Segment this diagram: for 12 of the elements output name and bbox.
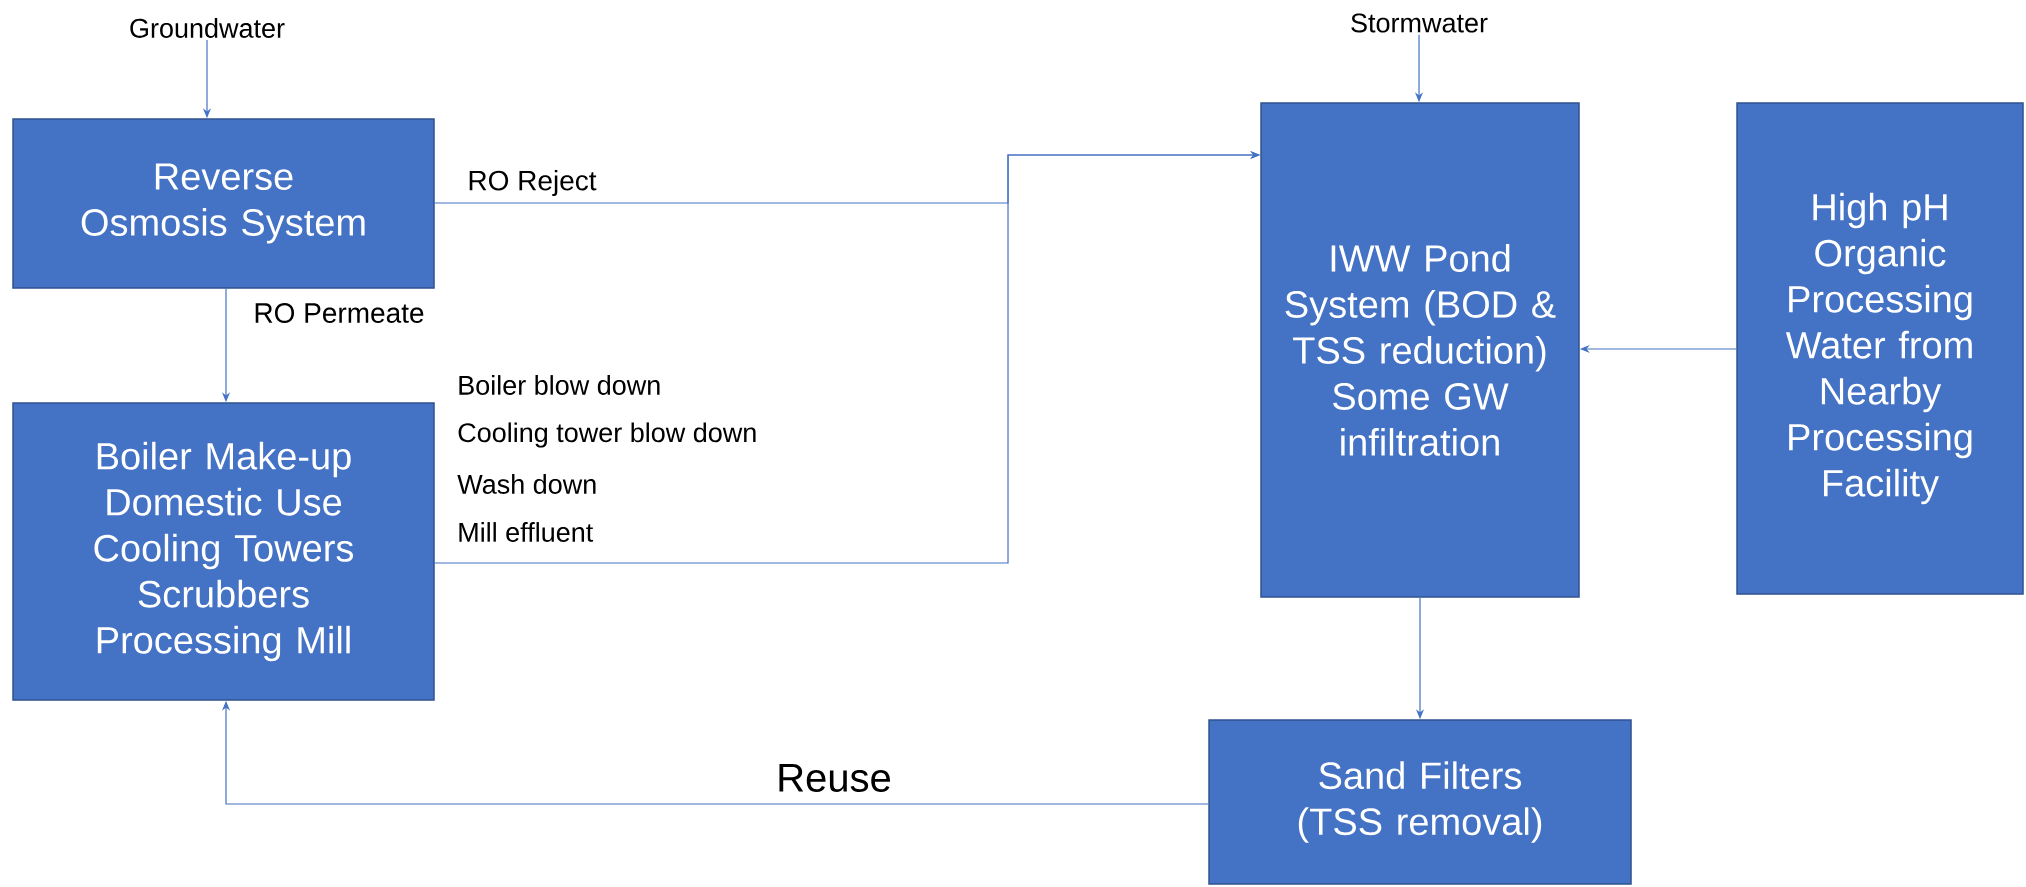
process-box: Sand Filters (TSS removal) (1208, 719, 1632, 885)
process-box: IWW Pond System (BOD & TSS reduction) Some GW infiltration (1260, 102, 1580, 598)
edge-label: RO Reject (466, 168, 598, 198)
process-box: High pH Organic Processing Water from Nearby Processing Facility (1736, 102, 2024, 595)
source-label: Stormwater (1351, 13, 1488, 33)
process-box: Boiler Make-up Domestic Use Cooling Towers Scrubbers Processing Mill (12, 402, 435, 701)
edge-label: Reuse (775, 763, 893, 793)
flow-label: Boiler blow down (459, 375, 660, 395)
process-box: Reverse Osmosis System (12, 118, 435, 289)
source-label: Groundwater (130, 18, 285, 38)
edge-label: RO Permeate (252, 302, 426, 324)
flow-label: Mill effluent (459, 522, 594, 542)
